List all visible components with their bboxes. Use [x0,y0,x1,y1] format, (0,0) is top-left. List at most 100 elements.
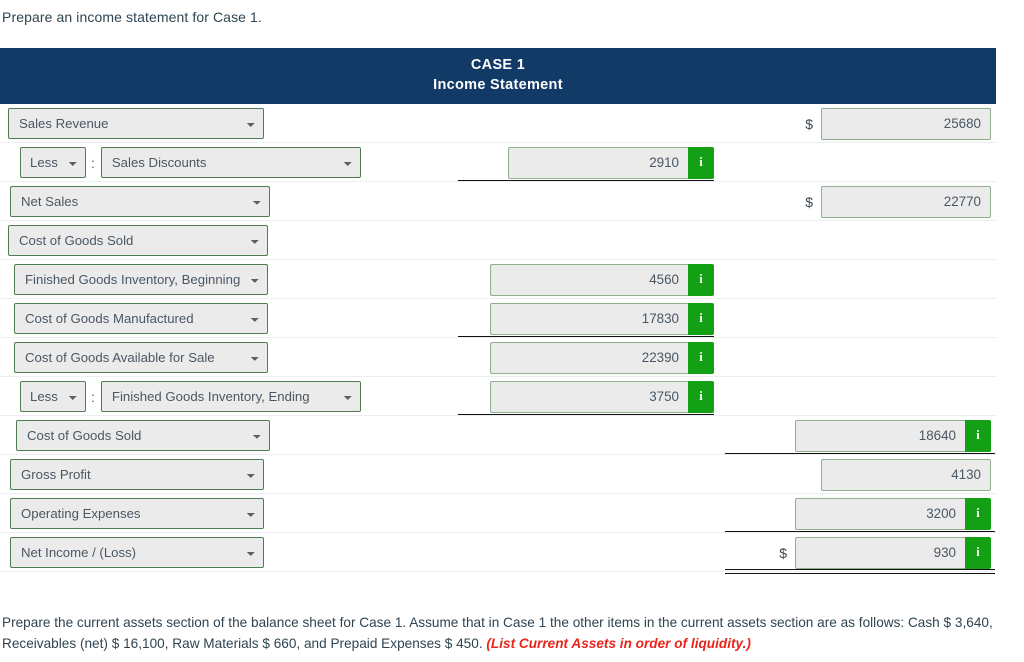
row-operator-select[interactable]: Less [20,381,86,412]
row-label-cell: Gross Profit [10,455,264,494]
row-value-cell-middle: i [490,299,714,338]
bottom-instruction-text: Prepare the current assets section of th… [2,615,993,651]
row-label-cell: Cost of Goods Sold [16,416,270,455]
row-operator-select[interactable]: Less [20,147,86,178]
subtotal-rule [458,180,714,181]
amount-input[interactable] [821,185,991,218]
row-account-select[interactable]: Finished Goods Inventory, Ending [100,381,361,412]
row-label-cell: Cost of Goods Sold [8,221,268,260]
amount-input[interactable] [508,146,688,179]
colon-separator: : [91,154,95,171]
info-icon-button[interactable]: i [688,380,714,413]
amount-input-group [821,458,991,491]
row-value-cell-right: i [795,494,991,533]
amount-input[interactable] [795,536,965,569]
statement-title-type: Income Statement [433,77,563,93]
row-value-cell-middle: i [490,338,714,377]
row-value-cell-right: $i [765,533,991,572]
subtotal-rule [725,531,995,532]
row-label-cell: Cost of Goods Available for Sale [14,338,268,377]
currency-symbol: $ [805,193,813,210]
statement-row: Cost of Goods Sold i [0,416,996,455]
row-value-cell-right: $ [791,182,991,221]
statement-header: CASE 1 Income Statement [0,48,996,104]
less-prefix-group: Less: Sales Discounts [20,147,361,178]
row-label-cell: Less: Finished Goods Inventory, Ending [20,377,361,416]
row-value-cell-middle: i [508,143,714,182]
amount-input[interactable] [821,107,991,140]
info-icon-button[interactable]: i [688,146,714,179]
statement-row: Cost of Goods Manufactured i [0,299,996,338]
statement-row: Operating Expenses i [0,494,996,533]
bottom-instruction-emphasis: (List Current Assets in order of liquidi… [486,636,751,651]
income-statement-table: CASE 1 Income Statement Sales Revenue $ Le… [0,48,996,574]
row-account-select[interactable]: Cost of Goods Sold [8,225,268,256]
amount-input-group: i [490,302,714,335]
row-account-select[interactable]: Net Income / (Loss) [10,537,264,568]
statement-title-case: CASE 1 [470,57,526,73]
row-value-cell-right: $ [791,104,991,143]
info-icon-button[interactable]: i [688,341,714,374]
amount-input[interactable] [490,302,688,335]
currency-symbol: $ [779,544,787,561]
total-double-rule [725,569,995,574]
statement-row: Less: Finished Goods Inventory, Ending i [0,377,996,416]
info-icon-button[interactable]: i [688,302,714,335]
info-icon-button[interactable]: i [965,536,991,569]
subtotal-rule [458,336,714,337]
amount-input[interactable] [490,341,688,374]
subtotal-rule [458,414,714,415]
row-label-cell: Finished Goods Inventory, Beginning [14,260,268,299]
amount-input-group: i [490,341,714,374]
row-account-select[interactable]: Cost of Goods Sold [16,420,270,451]
amount-input[interactable] [490,380,688,413]
amount-input[interactable] [490,263,688,296]
amount-input-group: i [508,146,714,179]
amount-input-group: i [795,536,991,569]
row-label-cell: Cost of Goods Manufactured [14,299,268,338]
row-account-select[interactable]: Gross Profit [10,459,264,490]
statement-row: Finished Goods Inventory, Beginning i [0,260,996,299]
row-value-cell-right: i [795,416,991,455]
row-value-cell-middle: i [490,377,714,416]
row-value-cell-middle: i [490,260,714,299]
info-icon-button[interactable]: i [965,497,991,530]
row-label-cell: Net Sales [10,182,270,221]
row-label-cell: Less: Sales Discounts [20,143,361,182]
amount-input-group [821,107,991,140]
amount-input-group [821,185,991,218]
row-account-select[interactable]: Operating Expenses [10,498,264,529]
row-label-cell: Operating Expenses [10,494,264,533]
row-value-cell-right [821,455,991,494]
amount-input-group: i [795,497,991,530]
row-account-select[interactable]: Sales Revenue [8,108,264,139]
row-label-cell: Sales Revenue [8,104,264,143]
amount-input[interactable] [795,419,965,452]
statement-row: Cost of Goods Sold [0,221,996,260]
row-account-select[interactable]: Sales Discounts [100,147,361,178]
amount-input-group: i [490,380,714,413]
info-icon-button[interactable]: i [688,263,714,296]
statement-row: Net Income / (Loss)$i [0,533,996,574]
bottom-instruction: Prepare the current assets section of th… [2,612,1014,654]
currency-symbol: $ [805,115,813,132]
statement-row: Gross Profit [0,455,996,494]
row-account-select[interactable]: Cost of Goods Manufactured [14,303,268,334]
colon-separator: : [91,388,95,405]
row-account-select[interactable]: Cost of Goods Available for Sale [14,342,268,373]
row-account-select[interactable]: Net Sales [10,186,270,217]
row-account-select[interactable]: Finished Goods Inventory, Beginning [14,264,268,295]
statement-row: Sales Revenue $ [0,104,996,143]
top-instruction: Prepare an income statement for Case 1. [2,9,262,25]
statement-row: Cost of Goods Available for Sale i [0,338,996,377]
amount-input-group: i [795,419,991,452]
amount-input[interactable] [821,458,991,491]
less-prefix-group: Less: Finished Goods Inventory, Ending [20,381,361,412]
statement-row: Less: Sales Discounts i [0,143,996,182]
statement-row: Net Sales $ [0,182,996,221]
amount-input-group: i [490,263,714,296]
info-icon-button[interactable]: i [965,419,991,452]
amount-input[interactable] [795,497,965,530]
row-label-cell: Net Income / (Loss) [10,533,264,572]
